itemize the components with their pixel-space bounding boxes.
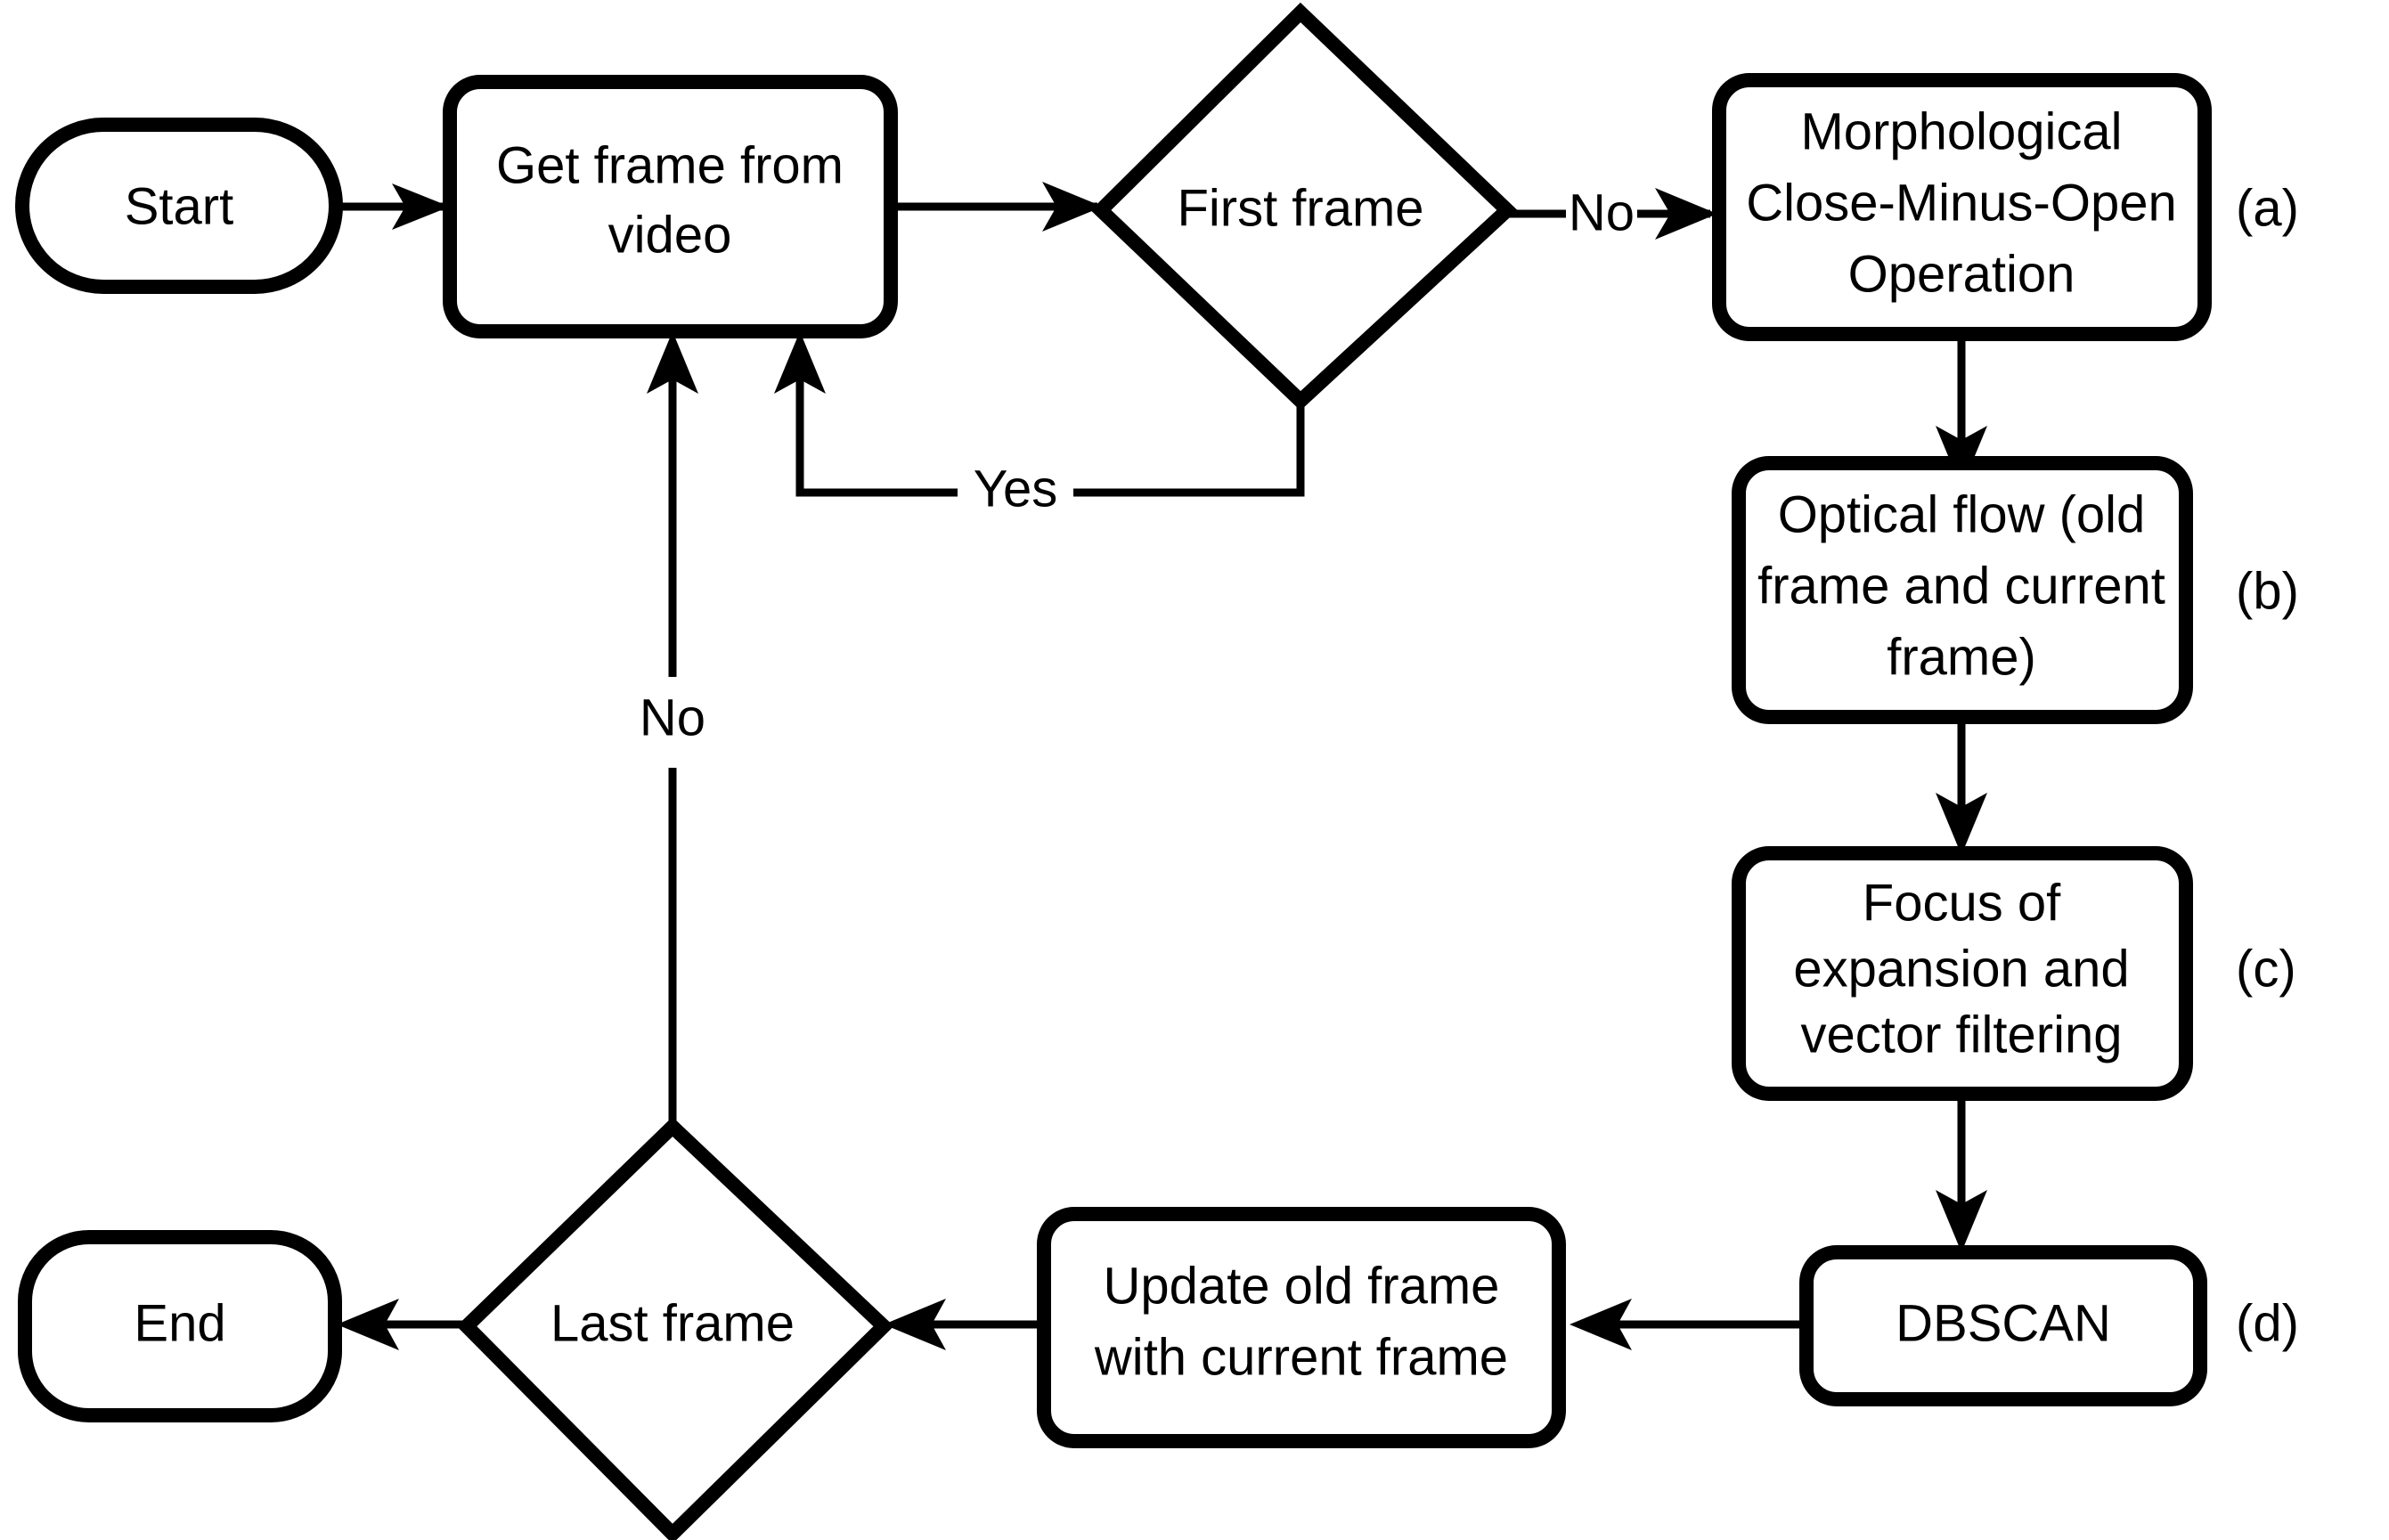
node-get-frame-label-line1: Get frame from — [496, 136, 844, 194]
node-update-old-frame[interactable]: Update old frame with current frame — [1037, 1207, 1566, 1448]
panel-label-b: (b) — [2236, 562, 2299, 620]
node-start[interactable]: Start — [15, 118, 343, 294]
node-last-frame-label: Last frame — [550, 1294, 795, 1352]
node-get-frame-label-line2: video — [608, 206, 732, 264]
node-focus-expansion[interactable]: Focus of expansion and vector filtering — [1732, 846, 2193, 1101]
edge-label-last-frame-no: No — [640, 689, 705, 746]
edge-start-to-get-frame — [337, 183, 450, 230]
node-end[interactable]: End — [18, 1230, 342, 1422]
edge-label-first-frame-yes-text: Yes — [974, 460, 1058, 517]
edge-dbscan-to-update — [1570, 1299, 1804, 1350]
edge-get-frame-to-first-frame — [891, 182, 1103, 232]
node-optical-flow[interactable]: Optical flow (old frame and current fram… — [1732, 456, 2193, 724]
node-update-label-line2: with current frame — [1094, 1328, 1508, 1386]
node-first-frame[interactable]: First frame — [1090, 2, 1518, 411]
node-focus-expansion-label-line3: vector filtering — [1800, 1006, 2122, 1063]
node-dbscan[interactable]: DBSCAN — [1799, 1245, 2207, 1406]
node-morphological-label-line1: Morphological — [1800, 102, 2122, 160]
node-dbscan-label: DBSCAN — [1896, 1294, 2111, 1352]
node-morphological[interactable]: Morphological Close-Minus-Open Operation — [1712, 73, 2212, 341]
edge-last-frame-to-end — [337, 1299, 468, 1350]
panel-label-d: (d) — [2236, 1294, 2299, 1352]
node-end-label: End — [134, 1294, 225, 1352]
node-optical-flow-label-line1: Optical flow (old — [1778, 485, 2146, 543]
panel-label-c: (c) — [2236, 940, 2296, 998]
edge-first-frame-no-to-morphological — [1505, 188, 1717, 240]
node-morphological-label-line3: Operation — [1848, 245, 2075, 303]
node-optical-flow-label-line2: frame and current — [1757, 557, 2165, 615]
node-morphological-label-line2: Close-Minus-Open — [1746, 174, 2177, 232]
node-last-frame[interactable]: Last frame — [456, 1116, 894, 1540]
edge-last-frame-no-loop — [647, 331, 698, 1127]
node-focus-expansion-label-line2: expansion and — [1793, 940, 2129, 998]
node-start-label: Start — [125, 177, 234, 235]
edge-focus-to-dbscan — [1936, 1091, 1987, 1252]
yes-label-backdrop — [958, 463, 1073, 522]
edge-label-first-frame-no: No — [1569, 183, 1635, 241]
node-first-frame-label: First frame — [1177, 179, 1423, 237]
node-update-label-line1: Update old frame — [1104, 1257, 1500, 1315]
edge-update-to-last-frame — [884, 1299, 1047, 1350]
panel-label-a: (a) — [2236, 179, 2299, 237]
edge-optical-flow-to-focus — [1936, 717, 1987, 855]
node-get-frame[interactable]: Get frame from video — [443, 75, 898, 338]
node-focus-expansion-label-line1: Focus of — [1863, 874, 2061, 932]
node-optical-flow-label-line3: frame) — [1887, 628, 2036, 686]
